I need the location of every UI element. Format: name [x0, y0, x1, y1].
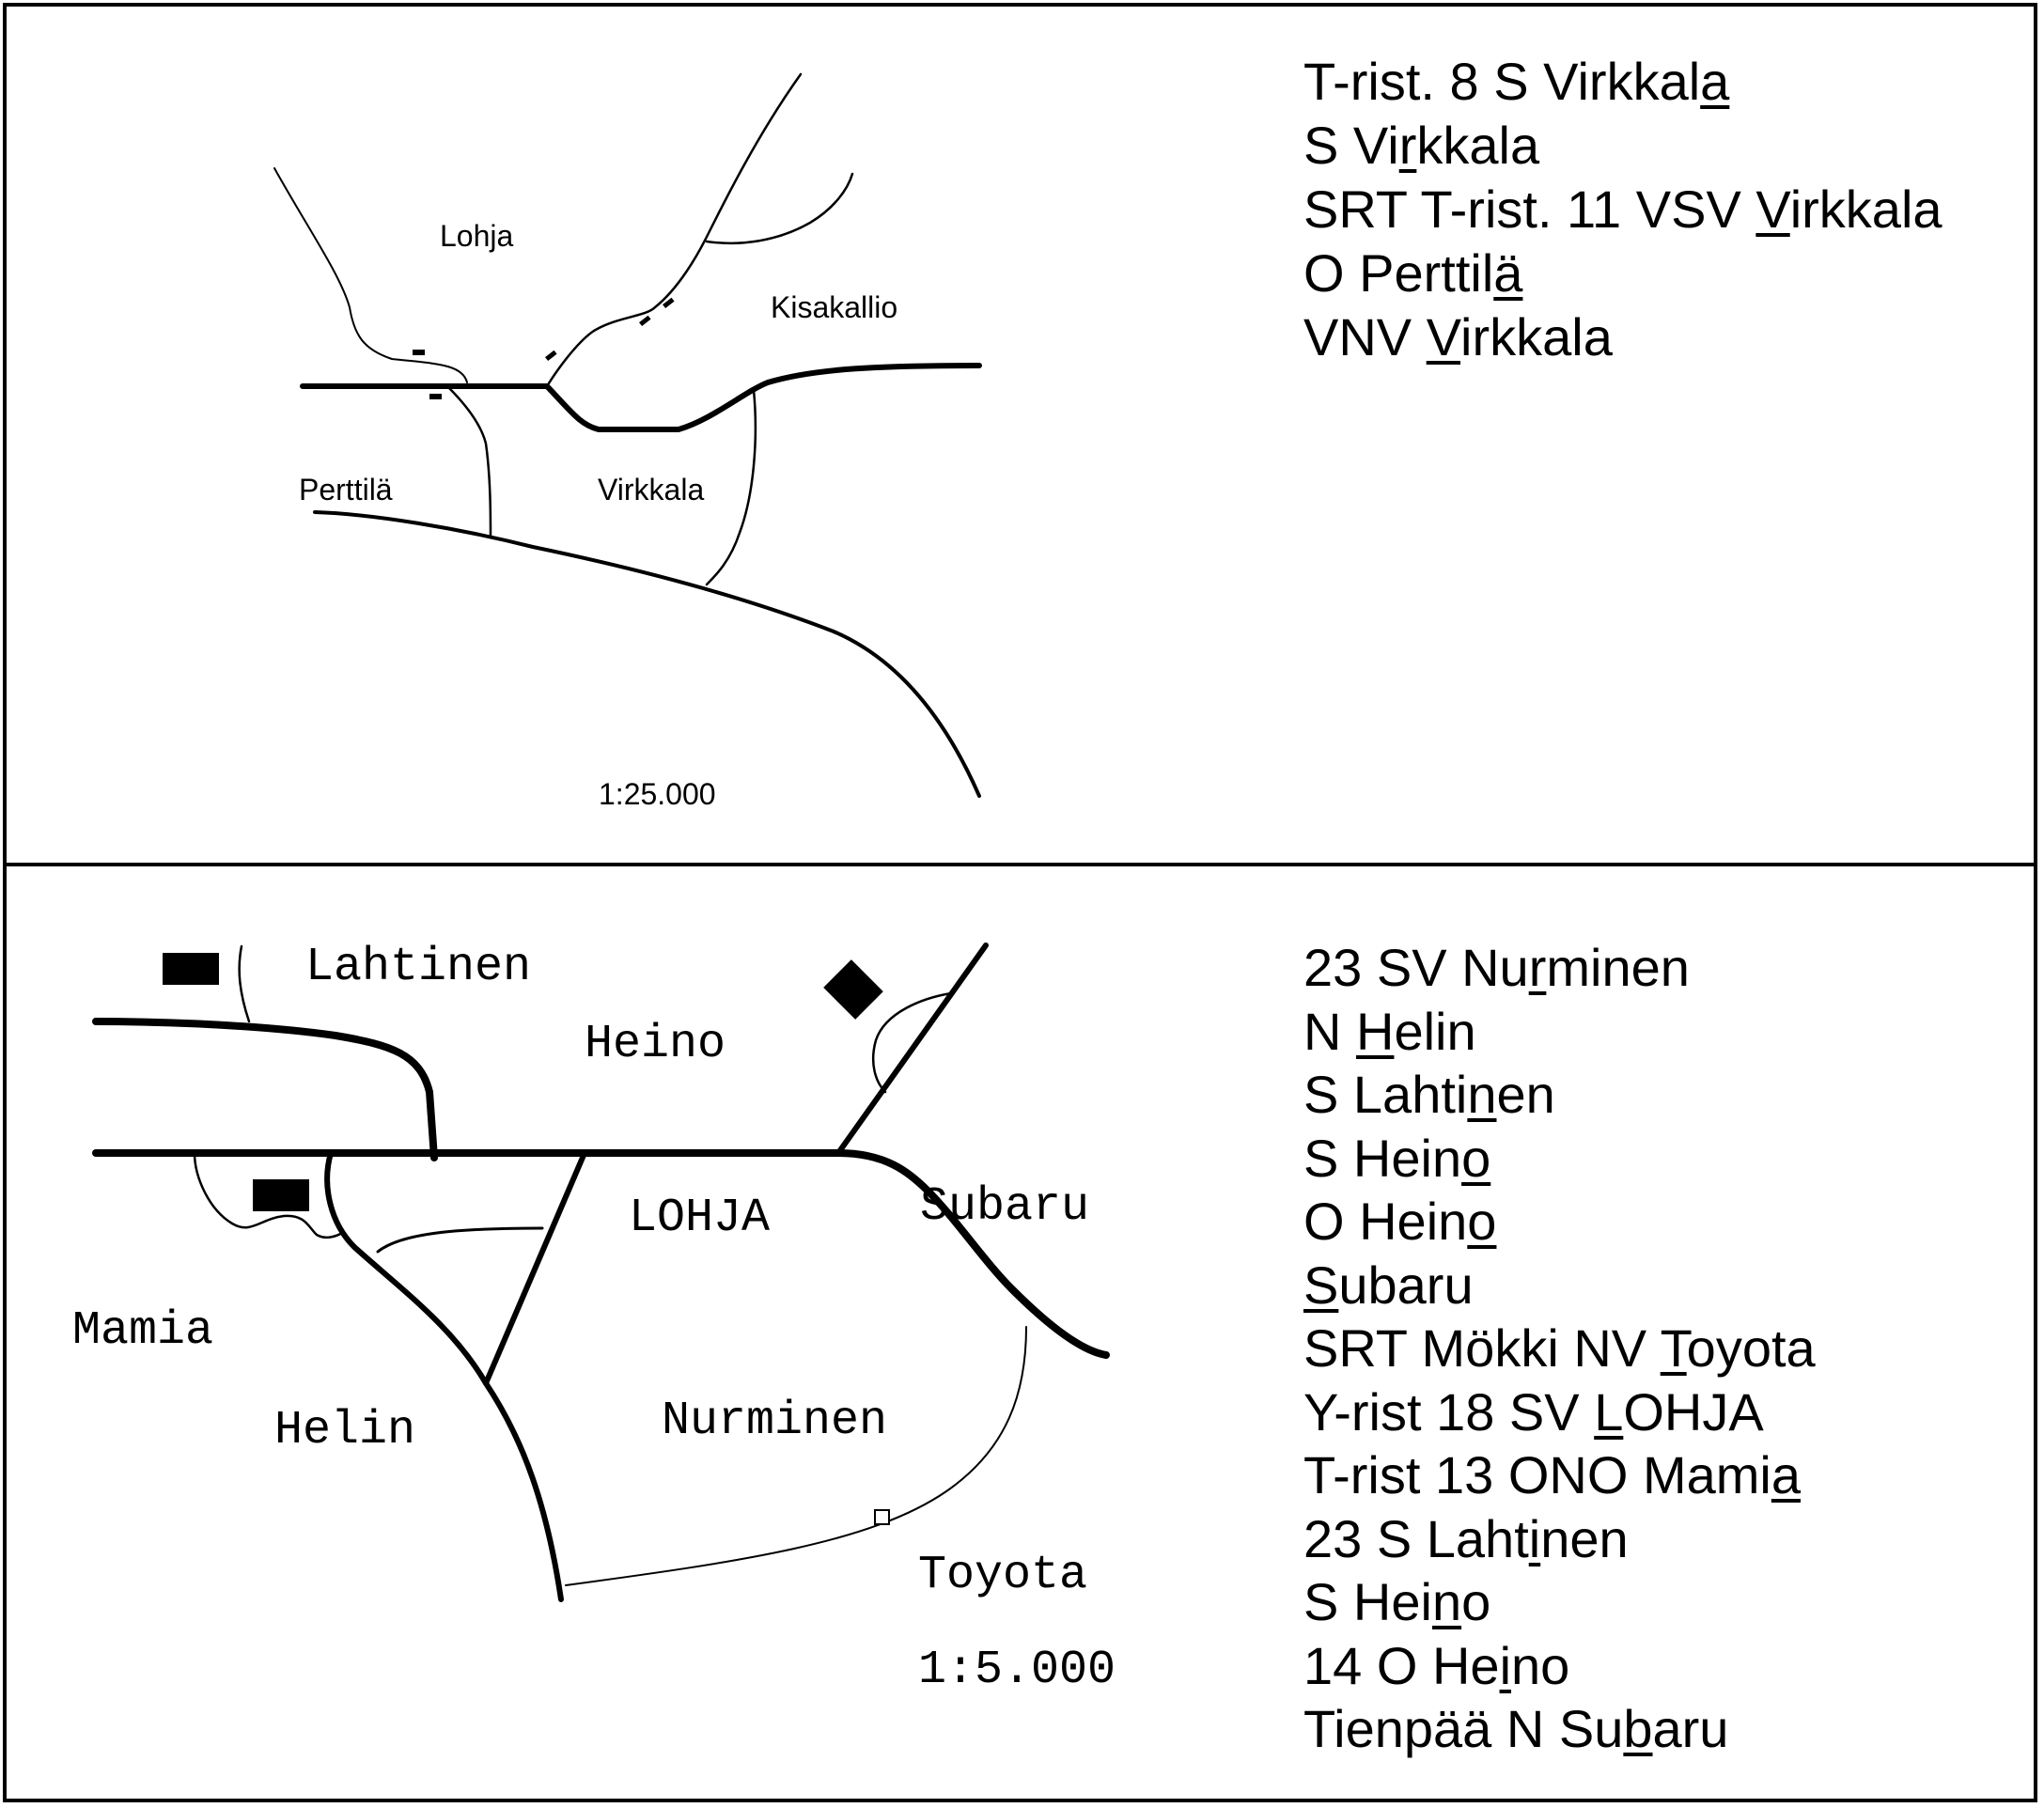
place-label-perttila: Perttilä	[299, 473, 393, 507]
underlined-letter: i	[1499, 1635, 1512, 1695]
direction-line: Y-rist 18 SV LOHJA	[1303, 1381, 1764, 1442]
road-west-curve	[324, 1150, 564, 1602]
underlined-letter: b	[1623, 1699, 1653, 1758]
scale-label: 1:5.000	[918, 1644, 1116, 1697]
direction-line: 23 SV Nurminen	[1303, 938, 1690, 997]
building-heino	[823, 959, 883, 1020]
top-panel: Lohja Kisakallio Perttilä Virkkala 1:25.…	[3, 3, 2037, 866]
place-label-mamia: Mamia	[72, 1304, 213, 1358]
direction-line: O Heino	[1303, 1192, 1497, 1251]
underlined-letter: a	[1771, 1445, 1801, 1504]
underlined-letter: o	[1467, 1192, 1497, 1251]
direction-line: Tienpää N Subaru	[1303, 1699, 1729, 1758]
underlined-letter: o	[1461, 1128, 1491, 1188]
road-subaru	[835, 1149, 1110, 1359]
underlined-letter: V	[1755, 179, 1790, 239]
place-label-kisakallio: Kisakallio	[771, 290, 897, 324]
place-label-virkkala: Virkkala	[598, 473, 704, 507]
road-virkkala-east	[705, 388, 757, 586]
road-lohja-diagonal	[483, 1150, 587, 1386]
house-marker	[429, 394, 442, 399]
underlined-letter: r	[1528, 938, 1547, 997]
place-label-helin: Helin	[274, 1404, 415, 1457]
path-lohja-trail	[273, 167, 468, 383]
underlined-letter: T	[1660, 1318, 1687, 1378]
lahtinen-trail	[238, 944, 251, 1023]
map-lohja: Lahtinen Heino LOHJA Subaru Mamia Helin …	[72, 941, 1116, 1697]
direction-line: T-rist. 8 S Virkkala	[1303, 52, 1730, 111]
underlined-letter: n	[1467, 1065, 1497, 1124]
house-marker	[545, 350, 557, 362]
direction-line: S Heino	[1303, 1128, 1491, 1188]
road-main-south	[313, 510, 981, 798]
house-marker	[639, 315, 651, 327]
building-lahtinen	[163, 953, 219, 985]
scale-label: 1:25.000	[599, 777, 716, 811]
underlined-letter: V	[1426, 307, 1461, 366]
building-mamia	[253, 1179, 309, 1211]
place-label-lohja: Lohja	[440, 219, 514, 253]
direction-line: Subaru	[1303, 1255, 1474, 1315]
direction-line: S Heino	[1303, 1572, 1491, 1631]
direction-line: S Virkkala	[1303, 116, 1540, 175]
road-north	[545, 72, 803, 388]
place-label-lahtinen: Lahtinen	[305, 941, 531, 994]
bottom-panel: Lahtinen Heino LOHJA Subaru Mamia Helin …	[3, 863, 2037, 1802]
place-label-nurminen: Nurminen	[662, 1395, 887, 1448]
road-main-west	[300, 363, 982, 432]
place-label-heino: Heino	[585, 1018, 726, 1071]
road-northeast	[705, 172, 854, 245]
place-label-subaru: Subaru	[920, 1180, 1089, 1234]
road-west-south	[446, 385, 492, 539]
road-heino-diagonal	[835, 943, 989, 1156]
direction-line: 14 O Heino	[1303, 1635, 1570, 1695]
direction-line: 23 S Lahtinen	[1303, 1508, 1629, 1568]
underlined-letter: L	[1594, 1381, 1624, 1442]
heino-driveway	[871, 991, 953, 1094]
underlined-letter: r	[1398, 116, 1417, 175]
direction-line: O Perttilä	[1303, 243, 1523, 303]
cabin-marker	[874, 1509, 890, 1525]
house-marker	[663, 297, 675, 309]
mamia-trail	[193, 1151, 344, 1239]
road-lohja-loop	[376, 1226, 544, 1254]
underlined-letter: a	[1700, 52, 1730, 111]
direction-line: VNV Virkkala	[1303, 307, 1613, 366]
direction-line: T-rist 13 ONO Mamia	[1303, 1445, 1801, 1504]
underlined-letter: ä	[1493, 243, 1523, 303]
underlined-letter: i	[1528, 1508, 1541, 1568]
direction-line: N Helin	[1303, 1001, 1476, 1061]
place-label-toyota: Toyota	[918, 1549, 1087, 1602]
underlined-letter: n	[1431, 1572, 1462, 1631]
direction-line: SRT T-rist. 11 VSV Virkkala	[1303, 179, 1943, 239]
place-label-lohja: LOHJA	[629, 1192, 770, 1245]
house-marker	[413, 350, 425, 355]
direction-line: SRT Mökki NV Toyota	[1303, 1318, 1816, 1378]
map-virkkala: Lohja Kisakallio Perttilä Virkkala 1:25.…	[273, 72, 982, 811]
direction-line: S Lahtinen	[1303, 1065, 1555, 1124]
toyota-lane	[565, 1326, 1027, 1586]
road-top-west	[92, 1018, 438, 1161]
underlined-letter: H	[1356, 1001, 1395, 1061]
underlined-letter: S	[1303, 1255, 1339, 1315]
